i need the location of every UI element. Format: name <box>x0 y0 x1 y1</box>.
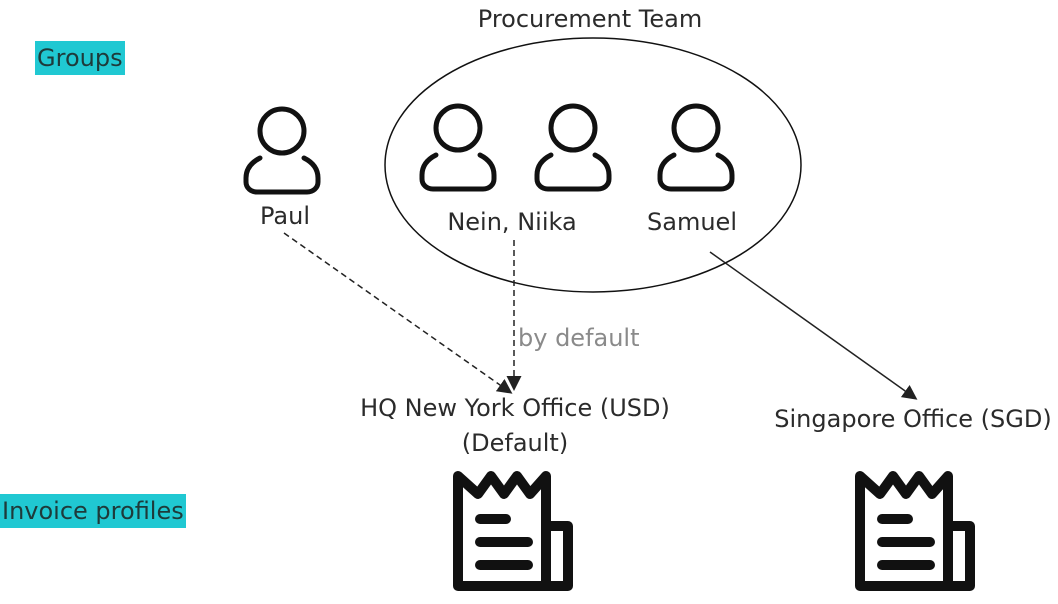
hq-default-label: (Default) <box>461 429 569 457</box>
invoice-profiles-section-label: Invoice profiles <box>0 494 186 528</box>
paul-user-icon <box>243 106 321 195</box>
niika-user-icon <box>534 103 612 192</box>
by-default-label: by default <box>518 324 640 352</box>
paul-to-hq-arrow <box>283 232 513 394</box>
hq-profile-name: HQ New York Office (USD) <box>360 394 670 422</box>
singapore-profile-name: Singapore Office (SGD) <box>774 405 1052 433</box>
hq-invoice-icon <box>453 471 573 591</box>
paul-name-label: Paul <box>260 202 310 230</box>
team-name-label: Procurement Team <box>477 5 703 33</box>
groups-section-label: Groups <box>35 41 125 75</box>
singapore-invoice-icon <box>855 471 975 591</box>
nein-user-icon <box>419 103 497 192</box>
procurement-team-ellipse <box>384 37 802 293</box>
samuel-name-label: Samuel <box>647 208 737 236</box>
samuel-to-singapore-arrow <box>709 251 918 400</box>
samuel-user-icon <box>657 103 735 192</box>
nein-niika-name-label: Nein, Niika <box>447 208 577 236</box>
